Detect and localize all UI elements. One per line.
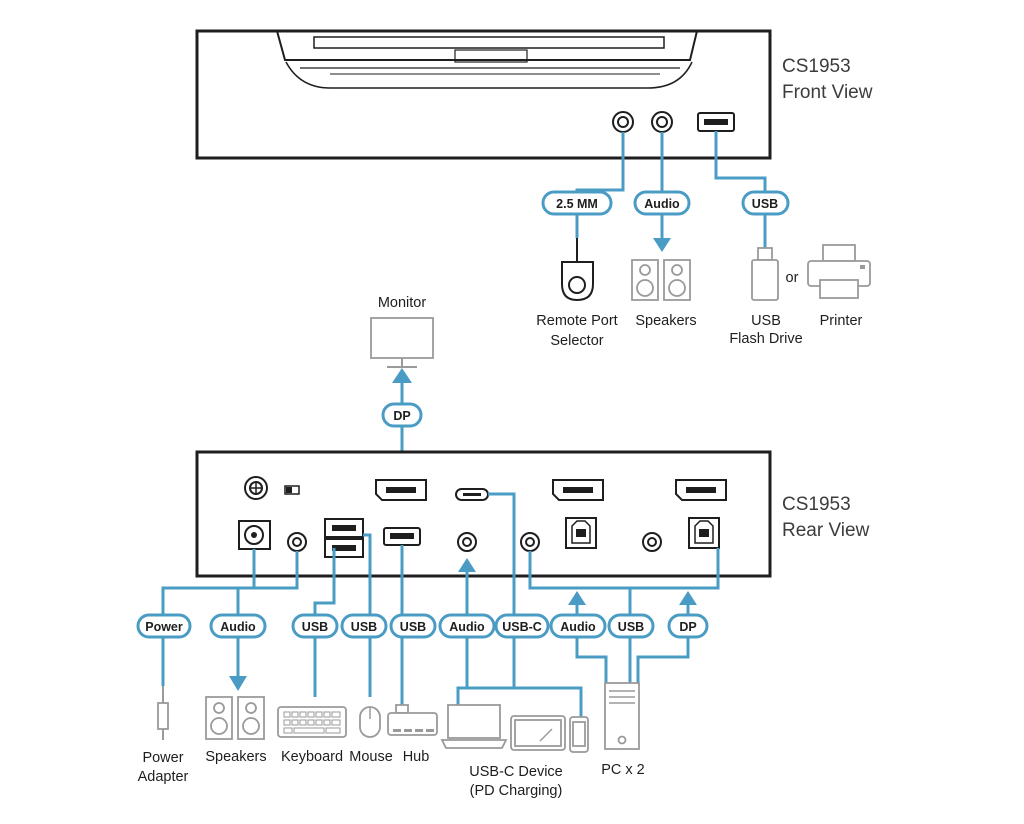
rear-wire-usb-keyboard — [313, 548, 336, 697]
monitor-label: Monitor — [378, 295, 427, 311]
usb-flash-label-line2: Flash Drive — [729, 331, 802, 347]
keyboard-icon — [277, 706, 347, 738]
rear-speakers-icon — [205, 696, 265, 740]
monitor-icon — [370, 317, 434, 368]
rear-pill-usb-pc: USB — [607, 613, 655, 639]
front-audio-arrow — [653, 238, 671, 252]
front-port-2-5mm — [612, 111, 634, 133]
power-jack-port — [238, 520, 271, 550]
power-adapter-icon — [157, 686, 169, 740]
svg-text:Audio: Audio — [644, 197, 680, 211]
front-pill-2-5mm: 2.5 MM — [541, 190, 613, 216]
svg-text:Audio: Audio — [560, 620, 596, 634]
front-pill-usb: USB — [741, 190, 790, 216]
pc2-audio-port — [642, 532, 662, 552]
svg-text:USB: USB — [400, 620, 426, 634]
svg-text:Power: Power — [145, 620, 183, 634]
monitor-pill-dp: DP — [381, 402, 423, 428]
rear-usbc-audio-arrow — [458, 558, 476, 572]
svg-text:USB: USB — [351, 620, 377, 634]
front-speakers-label: Speakers — [635, 313, 696, 329]
hub-icon — [387, 704, 438, 736]
rear-pill-usbc: USB-C — [494, 613, 550, 639]
usb-c-port — [455, 488, 489, 501]
power-adapter-label-line1: Power — [142, 750, 183, 766]
svg-text:USB: USB — [302, 620, 328, 634]
pc-label: PC x 2 — [601, 762, 645, 778]
usb-keyboard-mouse-ports — [324, 518, 364, 558]
or-label: or — [786, 270, 799, 286]
rear-pill-usb-mouse: USB — [340, 613, 388, 639]
usbc-device-label-line1: USB-C Device — [469, 764, 562, 780]
rear-title-line1: CS1953 — [782, 494, 851, 515]
printer-label: Printer — [820, 313, 863, 329]
pc2-usb-b-port — [688, 517, 720, 549]
mouse-label: Mouse — [349, 749, 393, 765]
rear-pill-dp-pc: DP — [667, 613, 709, 639]
keyboard-label: Keyboard — [281, 749, 343, 765]
front-pill-audio: Audio — [633, 190, 691, 216]
pc1-dp-port — [552, 479, 604, 501]
front-title-line1: CS1953 — [782, 56, 851, 77]
rear-audio-port-usbc — [457, 532, 477, 552]
rear-wire-pc-bus — [528, 548, 720, 590]
svg-text:USB: USB — [752, 197, 778, 211]
rear-pc-dp-arrow — [679, 591, 697, 605]
front-title-line2: Front View — [782, 82, 873, 103]
pc1-usb-b-port — [565, 517, 597, 549]
usbc-device-label-line2: (PD Charging) — [470, 783, 563, 799]
console-dp-port — [375, 479, 427, 501]
mouse-icon — [359, 706, 381, 738]
phone-icon — [569, 716, 589, 753]
rear-pill-audio-speakers: Audio — [209, 613, 267, 639]
firmware-switch-icon — [284, 485, 300, 495]
svg-text:DP: DP — [393, 409, 410, 423]
remote-label-line2: Selector — [550, 333, 603, 349]
remote-port-selector-icon — [561, 238, 594, 302]
power-adapter-label-line2: Adapter — [138, 769, 189, 785]
svg-text:USB: USB — [618, 620, 644, 634]
front-chassis — [195, 29, 772, 160]
rear-speakers-arrow — [229, 676, 247, 691]
svg-text:DP: DP — [679, 620, 696, 634]
front-port-audio — [651, 111, 673, 133]
rear-speakers-label: Speakers — [205, 749, 266, 765]
rear-audio-port-speakers — [287, 532, 307, 552]
remote-label-line1: Remote Port — [536, 313, 617, 329]
rear-wire-usb-mouse — [363, 533, 372, 697]
monitor-arrow — [392, 368, 412, 383]
svg-text:USB-C: USB-C — [502, 620, 542, 634]
pc2-dp-port — [675, 479, 727, 501]
svg-text:Audio: Audio — [449, 620, 485, 634]
usb-flash-label-line1: USB — [751, 313, 781, 329]
front-port-usb — [697, 112, 735, 132]
rear-pill-usb-hub: USB — [389, 613, 437, 639]
front-speakers-icon — [631, 259, 691, 301]
pc-tower-icon — [604, 682, 640, 750]
rear-pill-audio-usbc: Audio — [438, 613, 496, 639]
rear-title-line2: Rear View — [782, 520, 870, 541]
rear-wire-usbc-devices — [456, 686, 583, 717]
hub-label: Hub — [403, 749, 430, 765]
tablet-icon — [510, 715, 566, 751]
pc1-audio-port — [520, 532, 540, 552]
rear-pill-usb-keyboard: USB — [291, 613, 339, 639]
usb-hub-port — [383, 527, 421, 546]
svg-text:2.5 MM: 2.5 MM — [556, 197, 598, 211]
rear-pill-power: Power — [136, 613, 192, 639]
usb-flash-drive-icon — [751, 247, 779, 301]
ground-screw-icon — [244, 476, 268, 500]
rear-chassis — [195, 450, 772, 578]
svg-text:Audio: Audio — [220, 620, 256, 634]
laptop-icon — [440, 704, 508, 749]
printer-icon — [807, 244, 871, 299]
rear-pc-audio-arrow — [568, 591, 586, 605]
rear-pill-audio-pc: Audio — [549, 613, 607, 639]
